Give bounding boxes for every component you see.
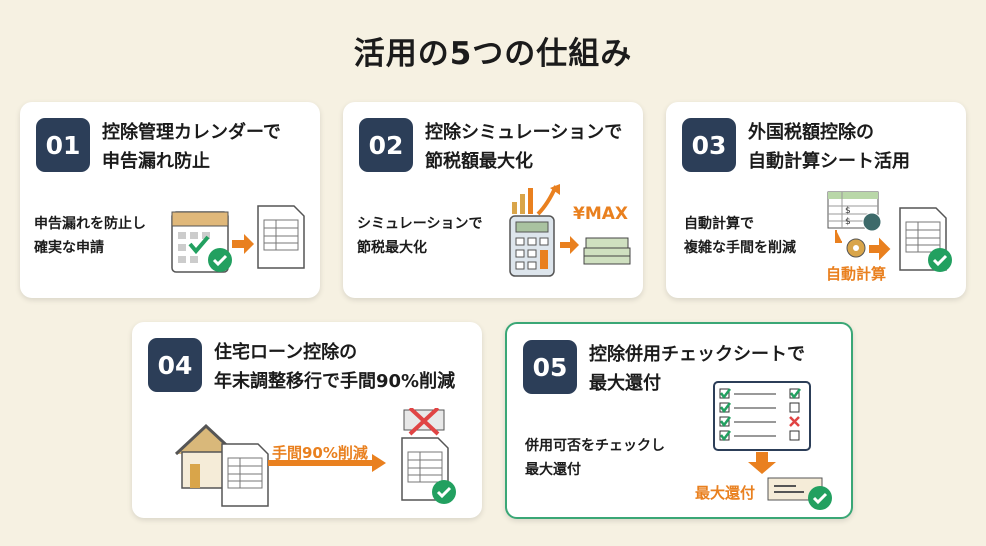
card-description: 申告漏れを防止し確実な申請 [34,216,146,256]
calendar-to-document-icon [171,205,305,274]
card-description: 併用可否をチェックし最大還付 [525,438,665,478]
reduction-label: 手間90%削減 [272,444,368,462]
step-badge: 05 [523,340,577,394]
step-badge: 01 [36,118,90,172]
card-04: 04 住宅ローン控除の年末調整移行で手間90%削減 手間90%削減 [132,322,482,518]
card-description: シミュレーションで節税最大化 [357,216,483,256]
step-badge: 02 [359,118,413,172]
card-02: 02 控除シミュレーションで節税額最大化 シミュレーションで節税最大化 ¥MAX [343,102,643,298]
max-label: ¥MAX [573,204,629,224]
card-title: 控除シミュレーションで節税額最大化 [425,122,623,172]
step-badge: 03 [682,118,736,172]
calculator-money-icon [509,184,631,277]
card-title: 外国税額控除の自動計算シート活用 [748,122,910,172]
card-05: 05 控除併用チェックシートで最大還付 併用可否をチェックし最大還付 最大還付 [505,322,853,519]
page-title: 活用の5つの仕組み [353,36,633,72]
step-badge: 04 [148,338,202,392]
spreadsheet-gear-document-icon: $$ [827,191,954,274]
svg-text:$: $ [845,217,851,227]
auto-calc-label: 自動計算 [826,265,887,283]
checklist-refund-icon [713,381,834,510]
max-refund-label: 最大還付 [695,484,756,502]
card-title: 住宅ローン控除の年末調整移行で手間90%削減 [214,342,456,392]
card-03: 03 外国税額控除の自動計算シート活用 自動計算で複雑な手間を削減 $$ 自動計… [666,102,966,298]
svg-text:$: $ [845,206,851,216]
card-01: 01 控除管理カレンダーで申告漏れ防止 申告漏れを防止し確実な申請 [20,102,320,298]
card-title: 控除併用チェックシートで最大還付 [589,344,805,394]
card-title: 控除管理カレンダーで申告漏れ防止 [102,122,281,172]
house-to-document-icon [174,408,458,507]
card-description: 自動計算で複雑な手間を削減 [684,216,796,256]
